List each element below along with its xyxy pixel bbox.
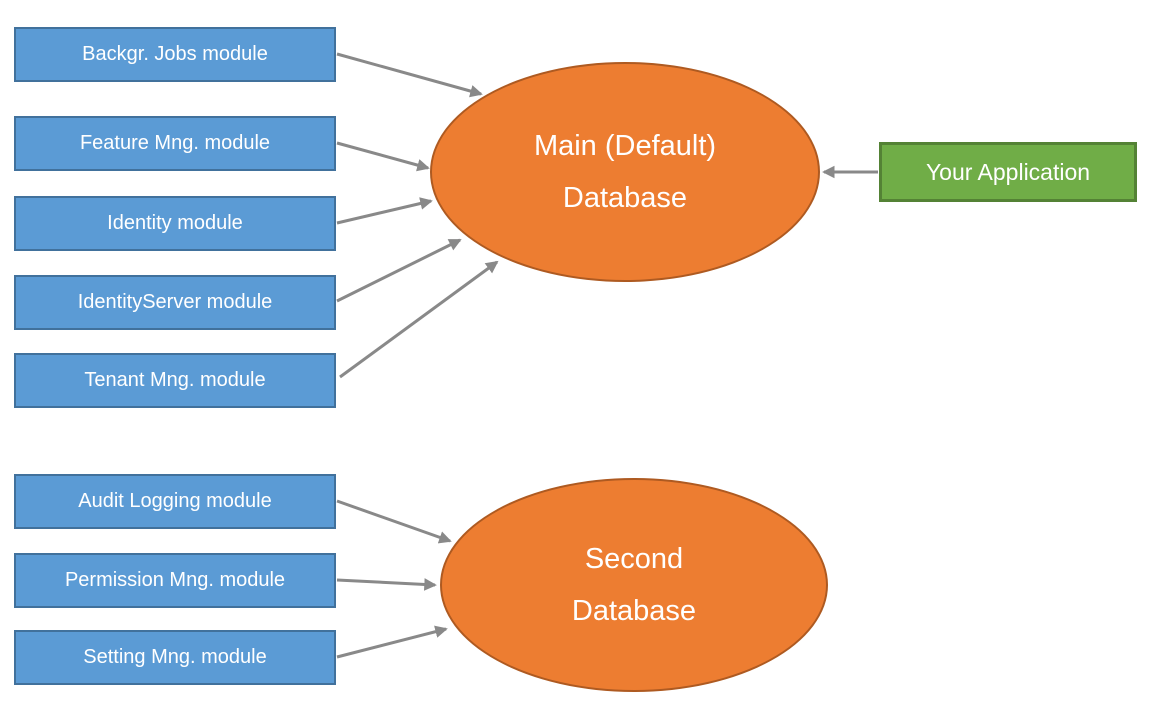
module-box-audit-logging: Audit Logging module [14,474,336,529]
module-box-tenant-mng: Tenant Mng. module [14,353,336,408]
arrow-permission-mng-to-second-db [336,578,437,591]
second-database-label-line2: Database [571,595,697,627]
second-database-ellipse: Second Database [440,478,828,692]
arrow-backgr-jobs-to-main-db [336,52,483,98]
arrow-tenant-mng-to-main-db [339,260,499,379]
arrow-feature-mng-to-main-db [336,141,430,172]
arrow-audit-logging-to-second-db [336,499,452,544]
your-application-box: Your Application [879,142,1137,202]
main-database-label-line2: Database [562,182,688,214]
arrow-identityserver-to-main-db [336,238,462,303]
module-box-backgr-jobs: Backgr. Jobs module [14,27,336,82]
module-box-identity: Identity module [14,196,336,251]
main-database-ellipse: Main (Default) Database [430,62,820,282]
second-database-label-line1: Second [584,543,684,575]
arrow-identity-to-main-db [336,197,433,225]
module-box-setting-mng: Setting Mng. module [14,630,336,685]
arrow-setting-mng-to-second-db [336,625,448,659]
module-box-permission-mng: Permission Mng. module [14,553,336,608]
module-box-feature-mng: Feature Mng. module [14,116,336,171]
main-database-label-line1: Main (Default) [533,130,717,162]
module-box-identityserver: IdentityServer module [14,275,336,330]
